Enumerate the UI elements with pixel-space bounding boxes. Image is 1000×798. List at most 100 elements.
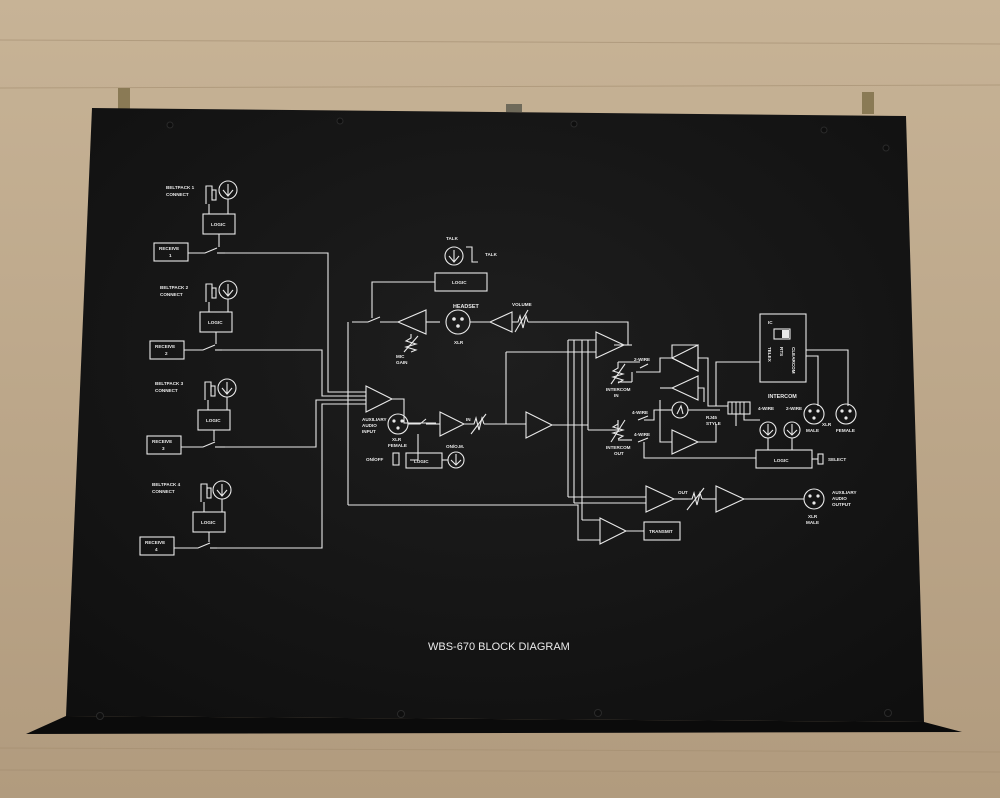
connect-button-icon — [206, 487, 212, 499]
aux-input-section: AUXILIARY AUDIO INPUT XLR FEMALE IN — [362, 411, 588, 461]
receive-switch-icon — [174, 542, 211, 549]
top-connector-mid — [506, 104, 522, 112]
receive-switch-icon — [188, 247, 218, 254]
intercom-out-label1: INTERCOM — [606, 445, 631, 450]
xlr-male-label: MALE — [806, 428, 819, 433]
headset-label: HEADSET — [453, 304, 479, 310]
beltpack-connect-label: CONNECT — [166, 192, 189, 197]
aux-in-label1: AUXILIARY — [362, 417, 387, 422]
onoff-logic-label: LOGIC — [414, 459, 429, 464]
transmit-box — [643, 521, 681, 541]
intercom-xlr-female-jack — [835, 403, 857, 425]
intercom-xlr: 4-WIRE 2-WIRE MALE XLR FEMALE LOGIC SELE… — [643, 403, 857, 469]
talk-logic-label: LOGIC — [452, 280, 467, 285]
rj45-label1: RJ45 — [706, 415, 717, 420]
diagram-title: WBS-670 BLOCK DIAGRAM — [428, 641, 570, 653]
headset-xlr-label: XLR — [454, 340, 464, 345]
intercom-in-label1: INTERCOM — [606, 387, 631, 392]
aux-in-label2: AUDIO — [362, 423, 377, 428]
ic-label: IC — [768, 320, 773, 325]
transmit-amp — [599, 517, 628, 545]
beltpack-connect-label: CONNECT — [160, 292, 183, 297]
mic-label: MIC — [396, 354, 405, 359]
aux-out-xlr: XLR — [808, 514, 818, 519]
onoff-switch — [392, 452, 400, 466]
aux-in-in-label: IN — [466, 417, 471, 422]
volume-label: VOLUME — [512, 302, 532, 307]
aux-sum-amp — [525, 411, 554, 439]
intercom-pots: INTERCOM IN INTERCOM OUT — [588, 361, 640, 456]
receive-number: 3 — [162, 446, 165, 451]
two-wire-label: 2-WIRE — [634, 357, 650, 362]
selector-clearcom: CLEARCOM — [791, 347, 796, 374]
beltpack-label: BELTPACK 4 — [152, 482, 181, 487]
rj45-label2: STYLE — [706, 421, 721, 426]
aux-in-female: FEMALE — [388, 443, 407, 448]
intercom-xlr-male-jack — [803, 403, 825, 425]
intercom-selector-box — [759, 313, 807, 383]
four-wire-label-c: 4-WIRE — [758, 406, 774, 411]
aux-out-label1: AUXILIARY — [832, 490, 857, 495]
wire-switches: 2-WIRE 4-WIRE 4-WIRE — [618, 357, 672, 443]
select-label: SELECT — [828, 457, 846, 462]
talk-section: TALK TALK LOGIC HEADSET XLR VOLUME — [347, 236, 629, 505]
rj45-connector: RJ45 STYLE — [706, 401, 760, 426]
beltpack-logic-label: LOGIC — [201, 520, 216, 525]
onair-label: ON/O.M. — [446, 444, 464, 449]
top-connector-left — [118, 88, 130, 110]
rack-front-lip — [26, 716, 962, 734]
connect-button-icon — [211, 189, 217, 201]
beltpack-label: BELTPACK 2 — [160, 285, 189, 290]
receive-bus — [217, 252, 366, 549]
four-wire-label-a: 4-WIRE — [632, 410, 648, 415]
intercom-logic-label: LOGIC — [774, 458, 789, 463]
intercom-send-amp — [595, 331, 626, 359]
aux-in-amp — [439, 411, 466, 437]
beltpack-connect-label: CONNECT — [152, 489, 175, 494]
onoff-section: ON/OFF LOGIC ON/O.M. — [366, 444, 465, 469]
transmit-section: TRANSMIT — [599, 517, 681, 545]
talk-led-icon — [444, 246, 464, 266]
aux-out-amp — [715, 485, 746, 513]
connect-button-icon — [210, 385, 216, 397]
receive-label: RECEIVE — [159, 246, 179, 251]
onoff-label: ON/OFF — [366, 457, 384, 462]
receive-number: 1 — [169, 253, 172, 258]
receive-label: RECEIVE — [152, 439, 172, 444]
receive-mixer-amp — [365, 385, 394, 413]
talk-label-left: TALK — [446, 236, 459, 241]
aux-out-male: MALE — [806, 520, 819, 525]
selector-telex: TELEX — [767, 347, 772, 363]
xlr-label: XLR — [822, 422, 832, 427]
panel-screws — [96, 117, 892, 720]
receive-number: 4 — [155, 547, 158, 552]
connect-button-icon — [211, 287, 217, 299]
beltpack-logic-label: LOGIC — [208, 320, 223, 325]
intercom-in-label2: IN — [614, 393, 619, 398]
receive-label: RECEIVE — [155, 344, 175, 349]
receive-box — [139, 536, 175, 556]
top-connector-right — [862, 92, 874, 114]
receive-switch-icon — [184, 344, 216, 351]
aux-in-label3: INPUT — [362, 429, 376, 434]
intercom-amp-cluster — [644, 344, 728, 455]
aux-in-xlr: XLR — [392, 437, 402, 442]
mixer-output — [392, 398, 436, 424]
beltpack-label: BELTPACK 1 — [166, 185, 195, 190]
receive-box — [153, 242, 189, 262]
aux-out-sum-amp — [645, 485, 676, 513]
intercom-title: INTERCOM — [768, 394, 797, 400]
selector-rts: RTS — [779, 347, 784, 356]
gain-label: GAIN — [396, 360, 408, 365]
central-bus — [348, 339, 646, 541]
panel-top — [66, 108, 924, 722]
beltpack-logic-label: LOGIC — [206, 418, 221, 423]
receive-switch-icon — [181, 441, 216, 448]
aux-out-out-label: OUT — [678, 490, 688, 495]
